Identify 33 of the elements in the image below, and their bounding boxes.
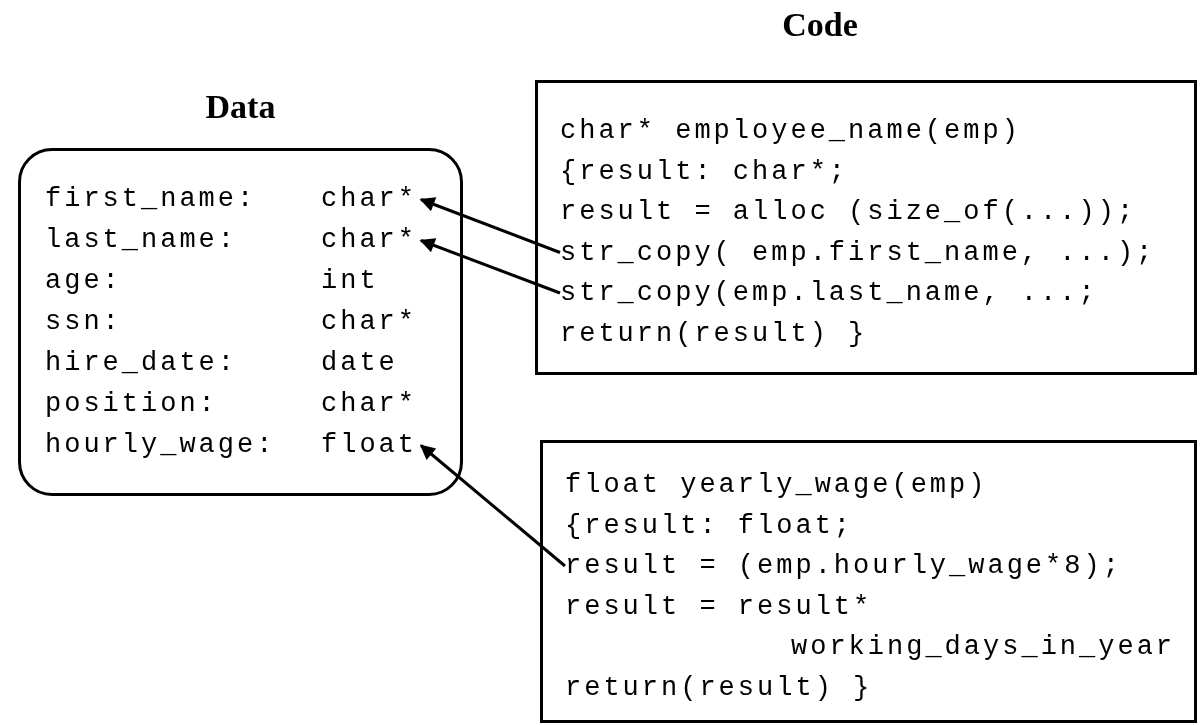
code-line: return(result) } bbox=[565, 667, 873, 708]
code-line: {result: float; bbox=[565, 505, 854, 546]
field-type: char* bbox=[321, 388, 417, 421]
field-name: hourly_wage: bbox=[45, 429, 277, 462]
field-name: ssn: bbox=[45, 306, 123, 339]
code-line: float yearly_wage(emp) bbox=[565, 465, 988, 505]
field-type: char* bbox=[321, 306, 417, 339]
code-line: {result: char*; bbox=[560, 151, 849, 192]
code-line: str_copy( emp.first_name, ...); bbox=[560, 232, 1156, 273]
field-type: date bbox=[321, 347, 398, 380]
code-line: char* employee_name(emp) bbox=[560, 111, 1021, 151]
arrow bbox=[419, 197, 561, 254]
field-type: char* bbox=[321, 224, 417, 257]
field-type: char* bbox=[321, 183, 417, 216]
code-panel bbox=[535, 80, 1197, 375]
arrow bbox=[419, 238, 561, 295]
arrow bbox=[419, 444, 566, 568]
code-line: result = result* bbox=[565, 586, 873, 627]
code-line: str_copy(emp.last_name, ...; bbox=[560, 273, 1098, 313]
field-type: int bbox=[321, 265, 379, 298]
code-line: result = alloc (size_of(...)); bbox=[560, 192, 1137, 232]
code-line: result = (emp.hourly_wage*8); bbox=[565, 546, 1122, 586]
section-heading: Code bbox=[782, 6, 858, 44]
code-panel bbox=[540, 440, 1197, 723]
field-name: age: bbox=[45, 265, 123, 298]
field-name: first_name: bbox=[45, 183, 258, 216]
field-type: float bbox=[321, 429, 417, 462]
section-heading: Data bbox=[205, 88, 276, 126]
field-name: position: bbox=[45, 388, 219, 421]
field-name: hire_date: bbox=[45, 347, 239, 380]
code-line: return(result) } bbox=[560, 313, 868, 354]
field-name: last_name: bbox=[45, 224, 239, 257]
code-line: working_days_in_year bbox=[791, 627, 1176, 667]
